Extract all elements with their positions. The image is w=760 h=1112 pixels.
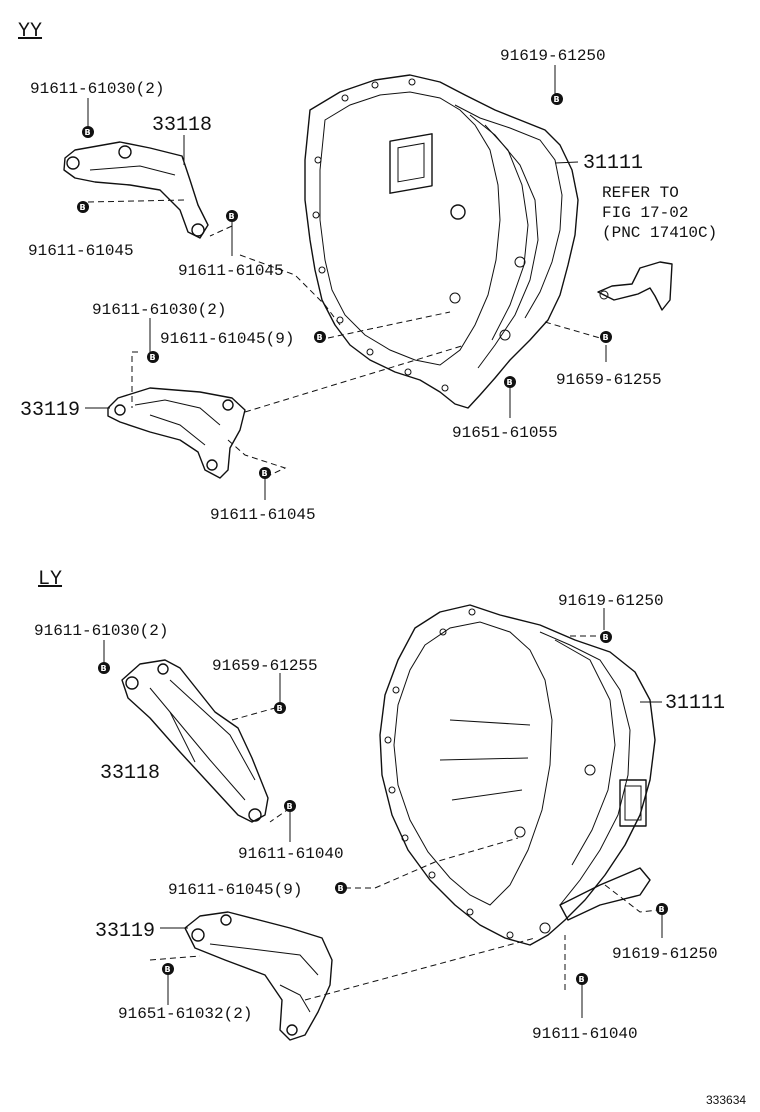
label-91611-61045-9: 91611-61045(9) (160, 330, 294, 348)
refer-text-1: REFER TO (602, 184, 679, 202)
bolt-icon: B (147, 351, 159, 363)
section-label-yy: YY (18, 20, 42, 43)
svg-text:B: B (229, 212, 235, 221)
svg-text:B: B (579, 975, 585, 984)
svg-text:B: B (277, 704, 283, 713)
label-91619-61250: 91619-61250 (500, 47, 606, 65)
svg-text:B: B (317, 333, 323, 342)
bolt-icon: B (576, 973, 588, 985)
label-91611-61040-b: 91611-61040 (532, 1025, 638, 1043)
label-91611-61040-a: 91611-61040 (238, 845, 344, 863)
label-91619-61250-b: 91619-61250 (612, 945, 718, 963)
label-31111-ly: 31111 (665, 692, 725, 715)
bolt-icon: B (226, 210, 238, 222)
label-33119-ly: 33119 (95, 920, 155, 943)
refer-text-2: FIG 17-02 (602, 204, 688, 222)
bolt-icon: B (314, 331, 326, 343)
label-91611-61045-a: 91611-61045 (28, 242, 134, 260)
svg-text:B: B (603, 333, 609, 342)
bolt-icon: B (335, 882, 347, 894)
bolt-icon: B (274, 702, 286, 714)
refer-bracket-yy (597, 261, 673, 311)
label-91611-61030-ly: 91611-61030(2) (34, 622, 168, 640)
svg-text:B: B (85, 128, 91, 137)
svg-text:B: B (554, 95, 560, 104)
label-91651-61055: 91651-61055 (452, 424, 558, 442)
bolt-icon: B (98, 662, 110, 674)
svg-text:B: B (287, 802, 293, 811)
bolt-icon: B (551, 93, 563, 105)
bolt-icon: B (82, 126, 94, 138)
bolt-icon: B (656, 903, 668, 915)
svg-text:B: B (338, 884, 344, 893)
svg-text:B: B (80, 203, 86, 212)
bracket-33118-ly (121, 659, 269, 823)
label-91619-61250-ly: 91619-61250 (558, 592, 664, 610)
bolt-icon: B (600, 331, 612, 343)
label-33118: 33118 (152, 114, 212, 137)
section-ly: LY (34, 568, 725, 1043)
label-33119: 33119 (20, 399, 80, 422)
label-31111: 31111 (583, 152, 643, 175)
bracket-33118-yy (63, 141, 209, 239)
bracket-33119-ly (184, 911, 333, 1041)
svg-text:B: B (262, 469, 268, 478)
label-91611-61030: 91611-61030(2) (30, 80, 164, 98)
label-91611-61030-b: 91611-61030(2) (92, 301, 226, 319)
bracket-33119-yy (107, 387, 246, 479)
svg-text:B: B (150, 353, 156, 362)
svg-text:B: B (101, 664, 107, 673)
bolt-icon: B (162, 963, 174, 975)
svg-text:B: B (603, 633, 609, 642)
section-label-ly: LY (38, 568, 62, 591)
figure-id: 333634 (706, 1093, 746, 1107)
svg-text:B: B (659, 905, 665, 914)
svg-text:B: B (165, 965, 171, 974)
label-91611-61045-c: 91611-61045 (210, 506, 316, 524)
refer-text-3: (PNC 17410C) (602, 224, 717, 242)
bell-housing-31111-ly (379, 604, 656, 946)
bolt-icon: B (259, 467, 271, 479)
label-91659-61255: 91659-61255 (556, 371, 662, 389)
label-91611-61045-b: 91611-61045 (178, 262, 284, 280)
label-33118-ly: 33118 (100, 762, 160, 785)
bolt-icon: B (504, 376, 516, 388)
label-91659-61255-ly: 91659-61255 (212, 657, 318, 675)
bolt-icon: B (284, 800, 296, 812)
bell-housing-31111-yy (304, 74, 579, 409)
bolt-icon: B (600, 631, 612, 643)
bolt-icon: B (77, 201, 89, 213)
label-91611-61045-9-ly: 91611-61045(9) (168, 881, 302, 899)
section-yy: YY (18, 20, 717, 524)
svg-text:B: B (507, 378, 513, 387)
label-91651-61032: 91651-61032(2) (118, 1005, 252, 1023)
